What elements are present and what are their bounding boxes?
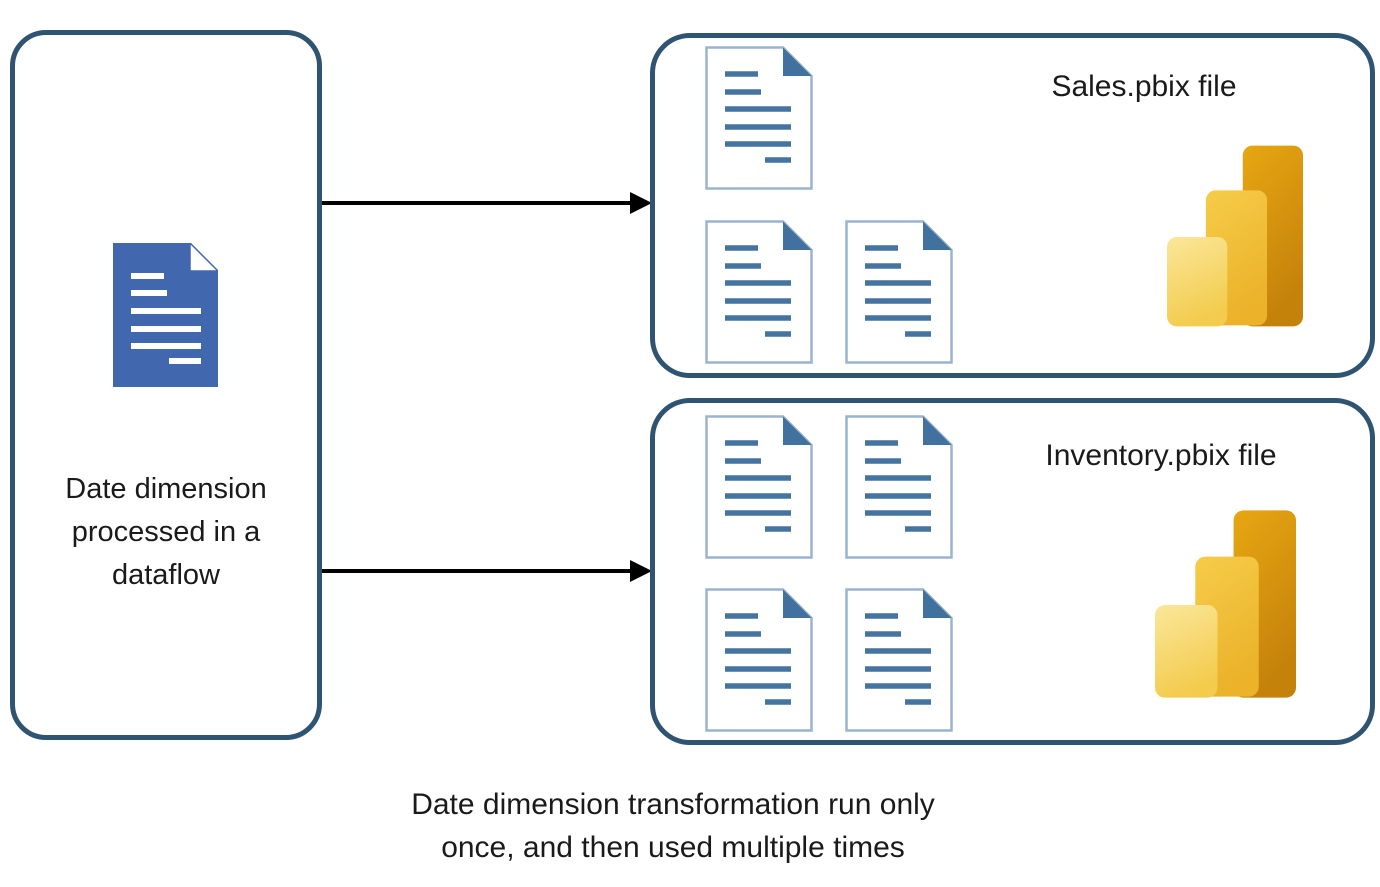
document-icon [705,588,813,732]
dataflow-panel-label: Date dimension processed in a dataflow [65,473,267,591]
caption-line-1: Date dimension transformation run only [411,788,935,821]
power-bi-icon [1155,510,1296,698]
document-icon [845,588,953,732]
document-icon [705,415,813,559]
caption: Date dimension transformation run only o… [273,783,1073,869]
document-icon [705,220,813,364]
sales-panel-title: Sales.pbix file [1051,70,1237,103]
arrow-dataflow-to-inventory [322,560,652,582]
power-bi-icon [1167,145,1303,327]
caption-line-2: once, and then used multiple times [441,831,905,864]
blue-document-icon [113,243,218,387]
arrow-dataflow-to-sales [322,192,652,214]
document-icon [845,415,953,559]
document-icon [705,46,813,190]
inventory-panel-title: Inventory.pbix file [1045,439,1277,472]
document-icon [845,220,953,364]
